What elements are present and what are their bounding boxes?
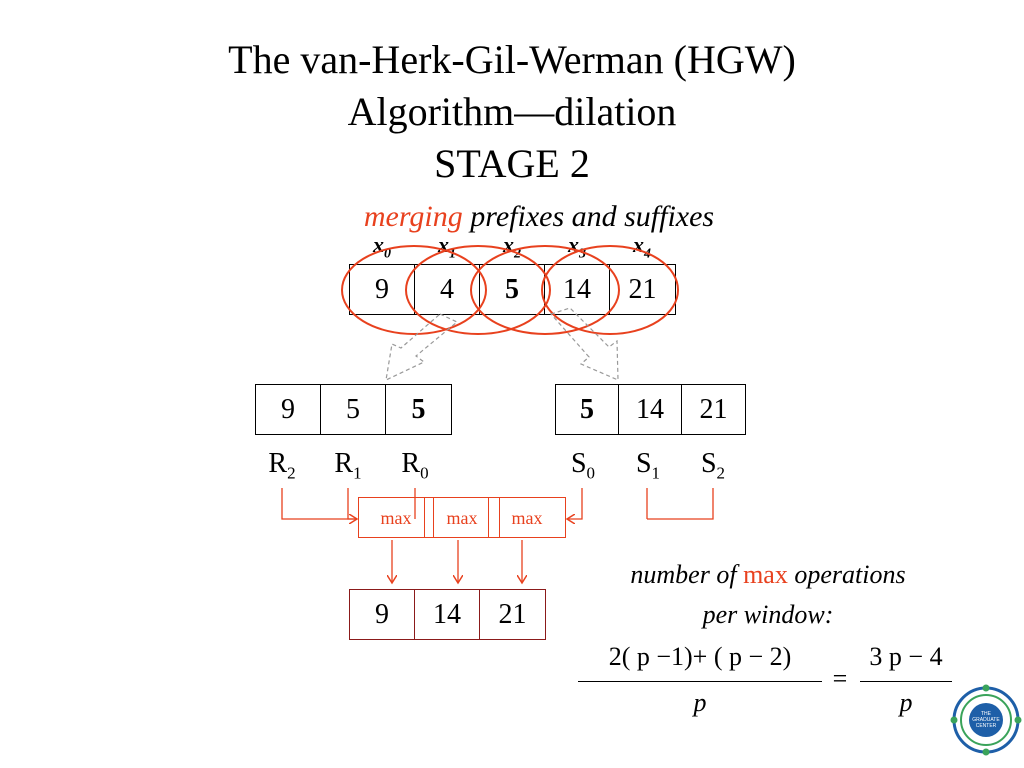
output-cell-1: 14 bbox=[415, 590, 480, 639]
window-ellipse-2 bbox=[405, 245, 551, 335]
max-op-3: max bbox=[488, 497, 566, 538]
output-cell-0: 9 bbox=[350, 590, 415, 639]
x-label-0: x0 bbox=[373, 232, 391, 262]
rhs-numerator: 3 p − 4 bbox=[869, 642, 943, 671]
input-cell-2: 5 bbox=[480, 265, 545, 314]
rhs-denominator: p bbox=[899, 688, 913, 717]
s-label-2: S2 bbox=[700, 448, 726, 483]
prefix-cell-2: 5 bbox=[411, 394, 426, 425]
input-array: 9 4 5 14 21 bbox=[349, 264, 676, 315]
title-line-2: Algorithm—dilation bbox=[347, 89, 677, 134]
lhs-denominator: p bbox=[693, 688, 707, 717]
prefix-array: 9 5 5 bbox=[255, 384, 452, 435]
lhs-numerator: 2( p −1)+ ( p − 2) bbox=[608, 642, 792, 671]
dashed-arrow-right bbox=[549, 307, 619, 381]
window-ellipse-3 bbox=[470, 245, 620, 335]
suffix-cell-2: 21 bbox=[699, 394, 728, 425]
subtitle: merging prefixes and suffixes bbox=[27, 200, 1024, 234]
note-line-1: number of max operations bbox=[630, 560, 906, 589]
graduate-center-logo: THE GRADUATE CENTER bbox=[950, 680, 1022, 762]
window-ellipse-4 bbox=[541, 245, 679, 335]
window-ellipse-1 bbox=[341, 245, 487, 335]
suffix-cell-0: 5 bbox=[556, 385, 619, 434]
svg-text:THE: THE bbox=[981, 711, 992, 717]
equals-sign: = bbox=[832, 664, 848, 693]
input-cell-0: 9 bbox=[350, 265, 415, 314]
r-label-2: R2 bbox=[268, 448, 296, 483]
output-array: 9 14 21 bbox=[349, 589, 546, 640]
prefix-cell-0: 9 bbox=[256, 385, 321, 434]
svg-text:GRADUATE: GRADUATE bbox=[972, 717, 1000, 723]
s-label-0: S0 bbox=[570, 448, 596, 483]
max-op-2: max bbox=[424, 497, 500, 538]
max-op-1: max bbox=[358, 497, 434, 538]
rhs-fraction-bar bbox=[860, 681, 952, 682]
title-line-1: The van-Herk-Gil-Werman (HGW) bbox=[228, 37, 796, 82]
dashed-arrow-left bbox=[385, 313, 459, 382]
x-label-3: x3 bbox=[568, 232, 586, 262]
input-cell-3: 14 bbox=[545, 265, 610, 314]
note-highlight: max bbox=[743, 560, 788, 589]
x-label-1: x1 bbox=[438, 232, 456, 262]
subtitle-highlight: merging bbox=[363, 200, 463, 233]
svg-text:CENTER: CENTER bbox=[976, 723, 997, 729]
lhs-fraction-bar bbox=[578, 681, 822, 682]
note-line-2: per window: bbox=[702, 600, 834, 629]
s-label-1: S1 bbox=[635, 448, 661, 483]
subtitle-rest: prefixes and suffixes bbox=[462, 200, 715, 233]
title-line-3: STAGE 2 bbox=[434, 141, 590, 186]
input-cell-1: 4 bbox=[415, 265, 480, 314]
prefix-cell-1: 5 bbox=[321, 385, 386, 434]
input-cell-4: 21 bbox=[628, 274, 657, 305]
r-label-0: R0 bbox=[401, 448, 429, 483]
suffix-array: 5 14 21 bbox=[555, 384, 746, 435]
output-cell-2: 21 bbox=[498, 599, 527, 630]
r-label-1: R1 bbox=[334, 448, 362, 483]
suffix-cell-1: 14 bbox=[619, 385, 682, 434]
